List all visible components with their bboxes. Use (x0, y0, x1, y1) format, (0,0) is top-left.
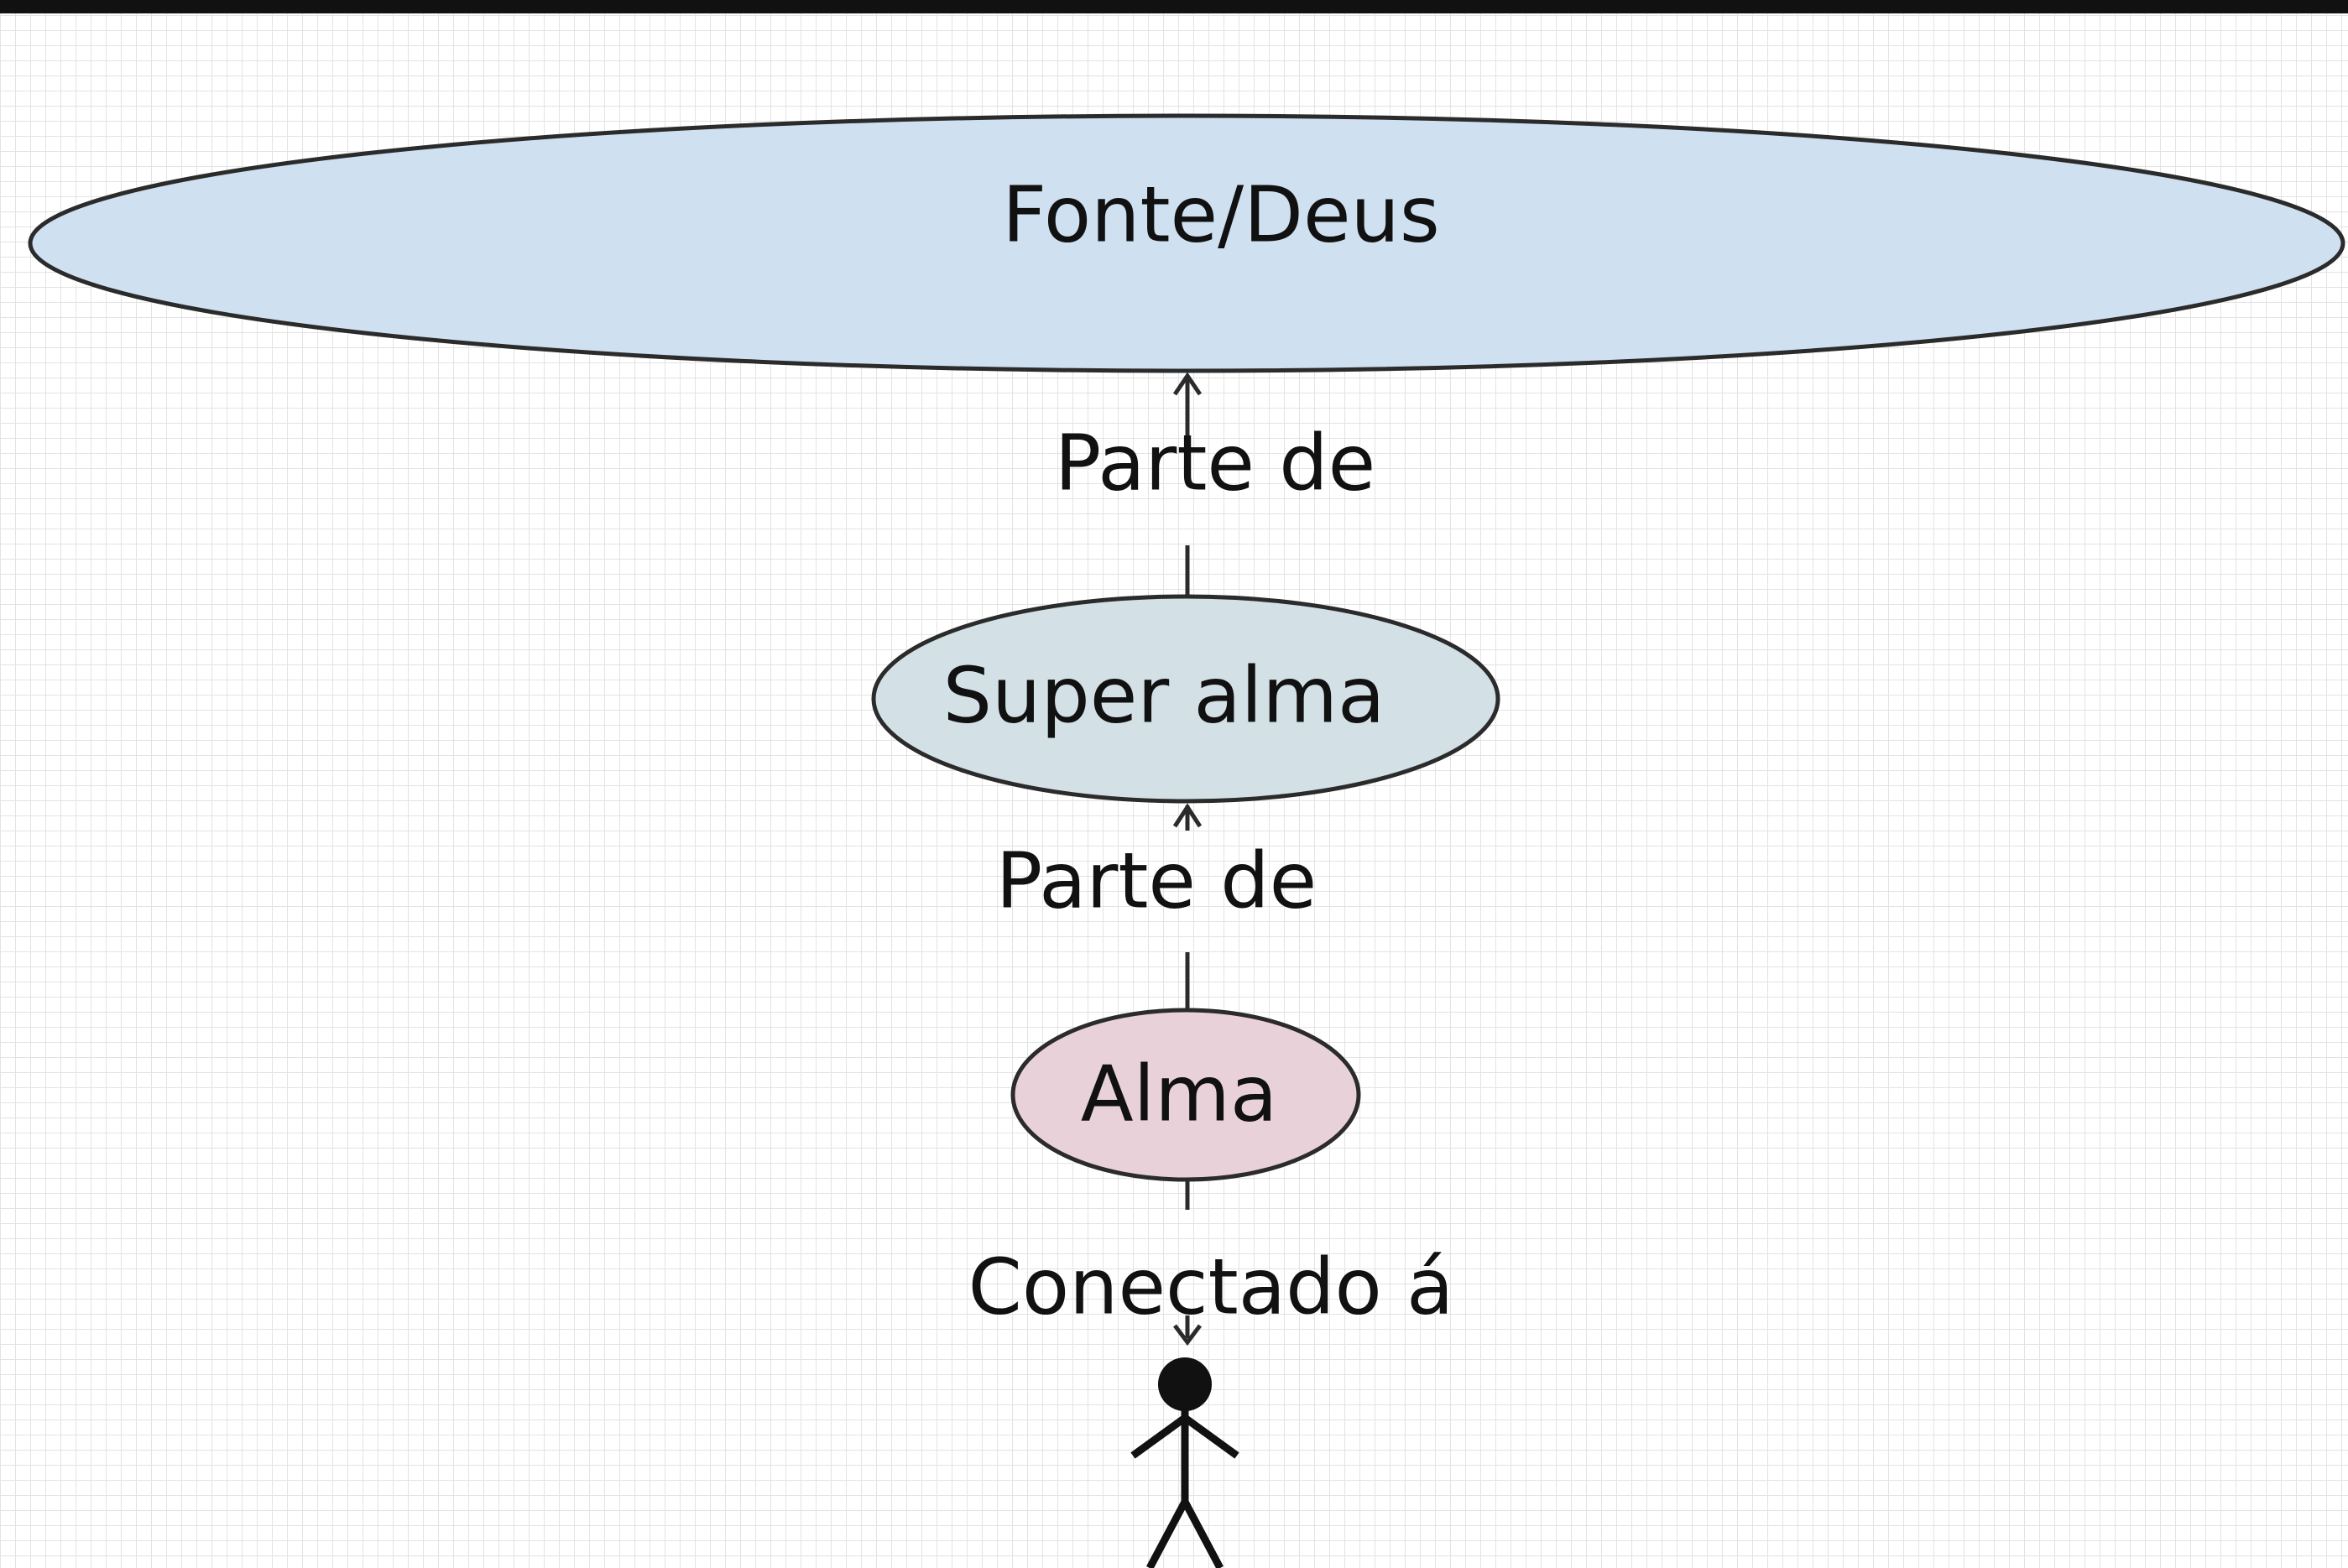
node-soul-ellipse[interactable] (1010, 1008, 1361, 1182)
person-arm-right (1182, 1414, 1239, 1459)
node-source-label: Fonte/Deus (1002, 169, 1440, 259)
person-arm-left (1130, 1414, 1187, 1459)
person-icon[interactable] (1130, 1357, 1239, 1568)
person-leg-right (1182, 1499, 1224, 1568)
edge-oversoul-to-source: Parte de (1055, 372, 1375, 597)
edge-label-part-of-oversoul: Parte de (996, 836, 1317, 925)
person-head (1158, 1357, 1212, 1411)
node-source-ellipse[interactable] (28, 113, 2345, 373)
node-oversoul[interactable]: Super alma (871, 594, 1500, 804)
node-soul-label: Alma (1081, 1049, 1278, 1138)
person-leg-left (1146, 1499, 1188, 1568)
node-source[interactable]: Fonte/Deus (28, 113, 2345, 373)
node-oversoul-ellipse[interactable] (871, 594, 1500, 804)
node-soul[interactable]: Alma (1010, 1008, 1361, 1182)
arrowhead-icon (1172, 803, 1203, 828)
edge-label-part-of-source: Parte de (1055, 418, 1375, 508)
edge-label-connected-to: Conectado á (968, 1242, 1454, 1331)
arrowhead-icon (1173, 1324, 1202, 1347)
edge-person-to-soul: Conectado á (968, 1179, 1454, 1347)
arrowhead-icon (1172, 372, 1203, 396)
node-oversoul-label: Super alma (943, 650, 1385, 740)
edge-soul-to-oversoul: Parte de (996, 803, 1317, 1013)
window-top-bar (0, 0, 2348, 13)
